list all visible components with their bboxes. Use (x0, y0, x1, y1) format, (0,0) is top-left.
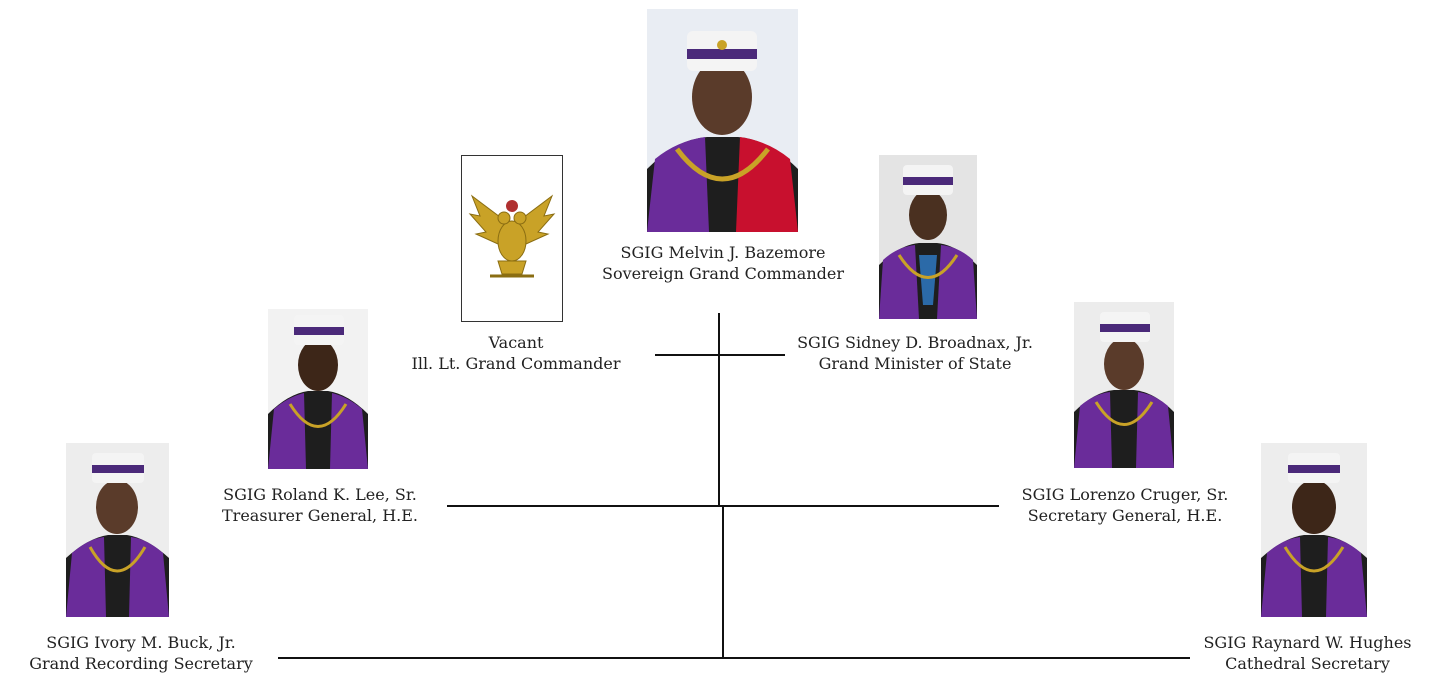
cathedral-secretary-title: Cathedral Secretary (1225, 654, 1390, 673)
treasurer-photo (268, 309, 368, 469)
minister-state-photo (879, 155, 977, 319)
trunk-line-lower (722, 505, 724, 659)
commander-title: Sovereign Grand Commander (602, 264, 844, 283)
commander-photo (647, 9, 798, 232)
lt-commander-emblem (461, 155, 563, 322)
recording-secretary-title: Grand Recording Secretary (29, 654, 253, 673)
lt-commander-title: Ill. Lt. Grand Commander (411, 354, 621, 373)
trunk-line-upper (718, 313, 720, 505)
secretary-general-title: Secretary General, H.E. (1027, 506, 1223, 525)
cathedral-secretary-name: SGIG Raynard W. Hughes (1203, 633, 1412, 652)
recording-secretary-caption: SGIG Ivory M. Buck, Jr. Grand Recording … (0, 632, 282, 674)
commander-name: SGIG Melvin J. Bazemore (620, 243, 826, 262)
minister-state-title: Grand Minister of State (818, 354, 1012, 373)
treasurer-name: SGIG Roland K. Lee, Sr. (223, 485, 417, 504)
lt-commander-name: Vacant (488, 333, 544, 352)
secretary-general-caption: SGIG Lorenzo Cruger, Sr. Secretary Gener… (980, 484, 1270, 526)
recording-secretary-name: SGIG Ivory M. Buck, Jr. (46, 633, 236, 652)
branch-line-top (655, 354, 785, 356)
cathedral-secretary-photo (1261, 443, 1367, 617)
branch-line-middle (447, 505, 999, 507)
branch-line-bottom (278, 657, 1190, 659)
lt-commander-caption: Vacant Ill. Lt. Grand Commander (396, 332, 636, 374)
secretary-general-photo (1074, 302, 1174, 468)
commander-caption: SGIG Melvin J. Bazemore Sovereign Grand … (568, 242, 878, 284)
minister-state-name: SGIG Sidney D. Broadnax, Jr. (797, 333, 1033, 352)
minister-state-caption: SGIG Sidney D. Broadnax, Jr. Grand Minis… (770, 332, 1060, 374)
cathedral-secretary-caption: SGIG Raynard W. Hughes Cathedral Secreta… (1180, 632, 1435, 674)
recording-secretary-photo (66, 443, 169, 617)
double-headed-eagle-emblem-icon (468, 194, 556, 278)
secretary-general-name: SGIG Lorenzo Cruger, Sr. (1021, 485, 1229, 504)
treasurer-title: Treasurer General, H.E. (222, 506, 418, 525)
treasurer-caption: SGIG Roland K. Lee, Sr. Treasurer Genera… (175, 484, 465, 526)
